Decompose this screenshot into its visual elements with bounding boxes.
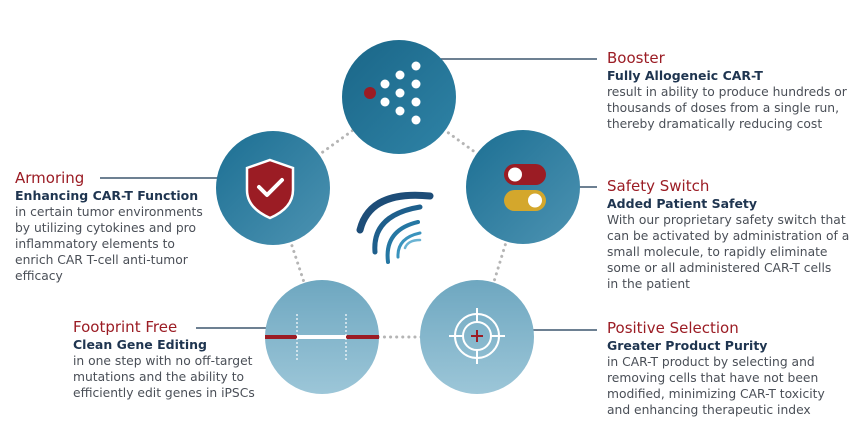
- gene-edit-icon: [265, 314, 379, 360]
- feature-description: in one step with no off-target mutations…: [73, 354, 255, 400]
- company-logo: [356, 191, 434, 264]
- feature-subtitle: Added Patient Safety: [607, 196, 758, 211]
- feature-positive-selection: Positive Selection Greater Product Purit…: [607, 318, 862, 418]
- feature-title: Booster: [607, 49, 665, 67]
- feature-title: Safety Switch: [607, 177, 710, 195]
- target-crosshair-icon: [449, 308, 505, 364]
- feature-armoring: Armoring Enhancing CAR-T Function in cer…: [15, 168, 225, 284]
- feature-subtitle: Clean Gene Editing: [73, 337, 207, 352]
- feature-subtitle: Greater Product Purity: [607, 338, 768, 353]
- toggle-switch-icon: [504, 164, 546, 211]
- footprint-free-circle: [265, 280, 379, 394]
- feature-footprint-free: Footprint Free Clean Gene Editing in one…: [73, 317, 273, 401]
- feature-description: result in ability to produce hundreds or…: [607, 85, 847, 131]
- feature-description: With our proprietary safety switch that …: [607, 213, 850, 291]
- feature-subtitle: Fully Allogeneic CAR-T: [607, 68, 763, 83]
- feature-description: in certain tumor environments by utilizi…: [15, 205, 203, 283]
- leader-lines: [100, 58, 597, 331]
- shield-check-icon: [245, 158, 295, 220]
- feature-safety-switch: Safety Switch Added Patient Safety With …: [607, 176, 862, 292]
- armoring-circle: [216, 131, 330, 245]
- feature-title: Footprint Free: [73, 318, 178, 336]
- feature-subtitle: Enhancing CAR-T Function: [15, 188, 199, 203]
- safety-switch-circle: [466, 130, 580, 244]
- feature-title: Armoring: [15, 169, 85, 187]
- cells-icon: [364, 61, 421, 125]
- feature-description: in CAR-T product by selecting and removi…: [607, 355, 825, 417]
- positive-selection-circle: [420, 280, 534, 394]
- feature-booster: Booster Fully Allogeneic CAR-T result in…: [607, 48, 862, 132]
- feature-title: Positive Selection: [607, 319, 739, 337]
- booster-circle: [342, 40, 456, 154]
